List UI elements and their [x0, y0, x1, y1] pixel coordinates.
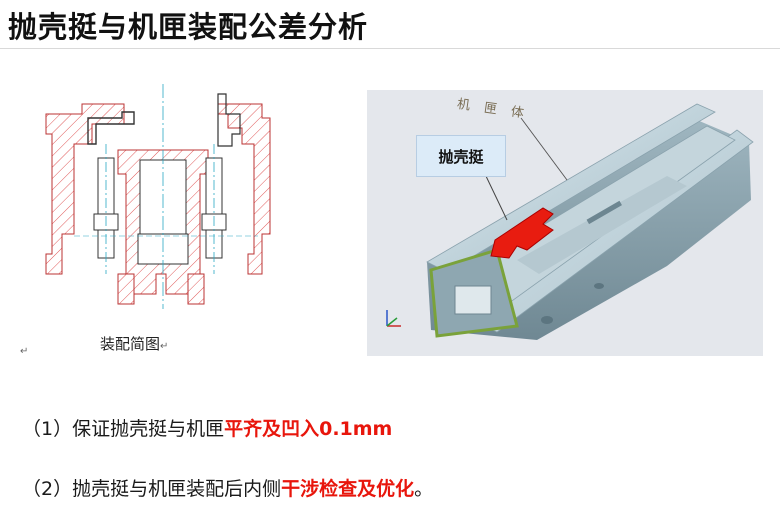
- ejector-callout: 抛壳挺: [416, 135, 506, 177]
- item-1-highlight: 平齐及凹入0.1mm: [224, 418, 393, 440]
- side-hole-2: [594, 283, 604, 289]
- title-divider: [0, 48, 780, 49]
- right-leg: [187, 273, 205, 305]
- item-2-highlight: 干涉检查及优化: [281, 478, 415, 500]
- ejector-part: [490, 207, 554, 259]
- left-housing-section: [45, 103, 125, 275]
- axis-triad-icon: [386, 310, 401, 327]
- render-graphic: [386, 103, 754, 340]
- ejector-leader-line: [484, 173, 508, 221]
- side-hole: [541, 316, 553, 324]
- paragraph-mark: ↵: [20, 346, 29, 357]
- analysis-item-2: （2）抛壳挺与机匣装配后内侧干涉检查及优化。: [22, 478, 434, 500]
- top-cap-section: [87, 111, 135, 145]
- body-leader-line: [520, 117, 568, 181]
- right-cap-section: [217, 93, 241, 147]
- receiver-inner-floor: [517, 176, 687, 274]
- drawing-caption: 装配简图↵: [100, 335, 169, 353]
- slot-detail: [586, 200, 622, 225]
- receiver-3d-render: 机 匣 体 抛壳挺: [367, 90, 763, 356]
- right-housing-section: [217, 103, 271, 275]
- slide-title: 抛壳挺与机匣装配公差分析: [8, 10, 369, 44]
- assembly-drawing: [45, 84, 271, 309]
- analysis-item-1: （1）保证抛壳挺与机匣平齐及凹入0.1mm: [22, 418, 393, 440]
- front-window: [454, 285, 492, 315]
- left-leg: [117, 273, 135, 305]
